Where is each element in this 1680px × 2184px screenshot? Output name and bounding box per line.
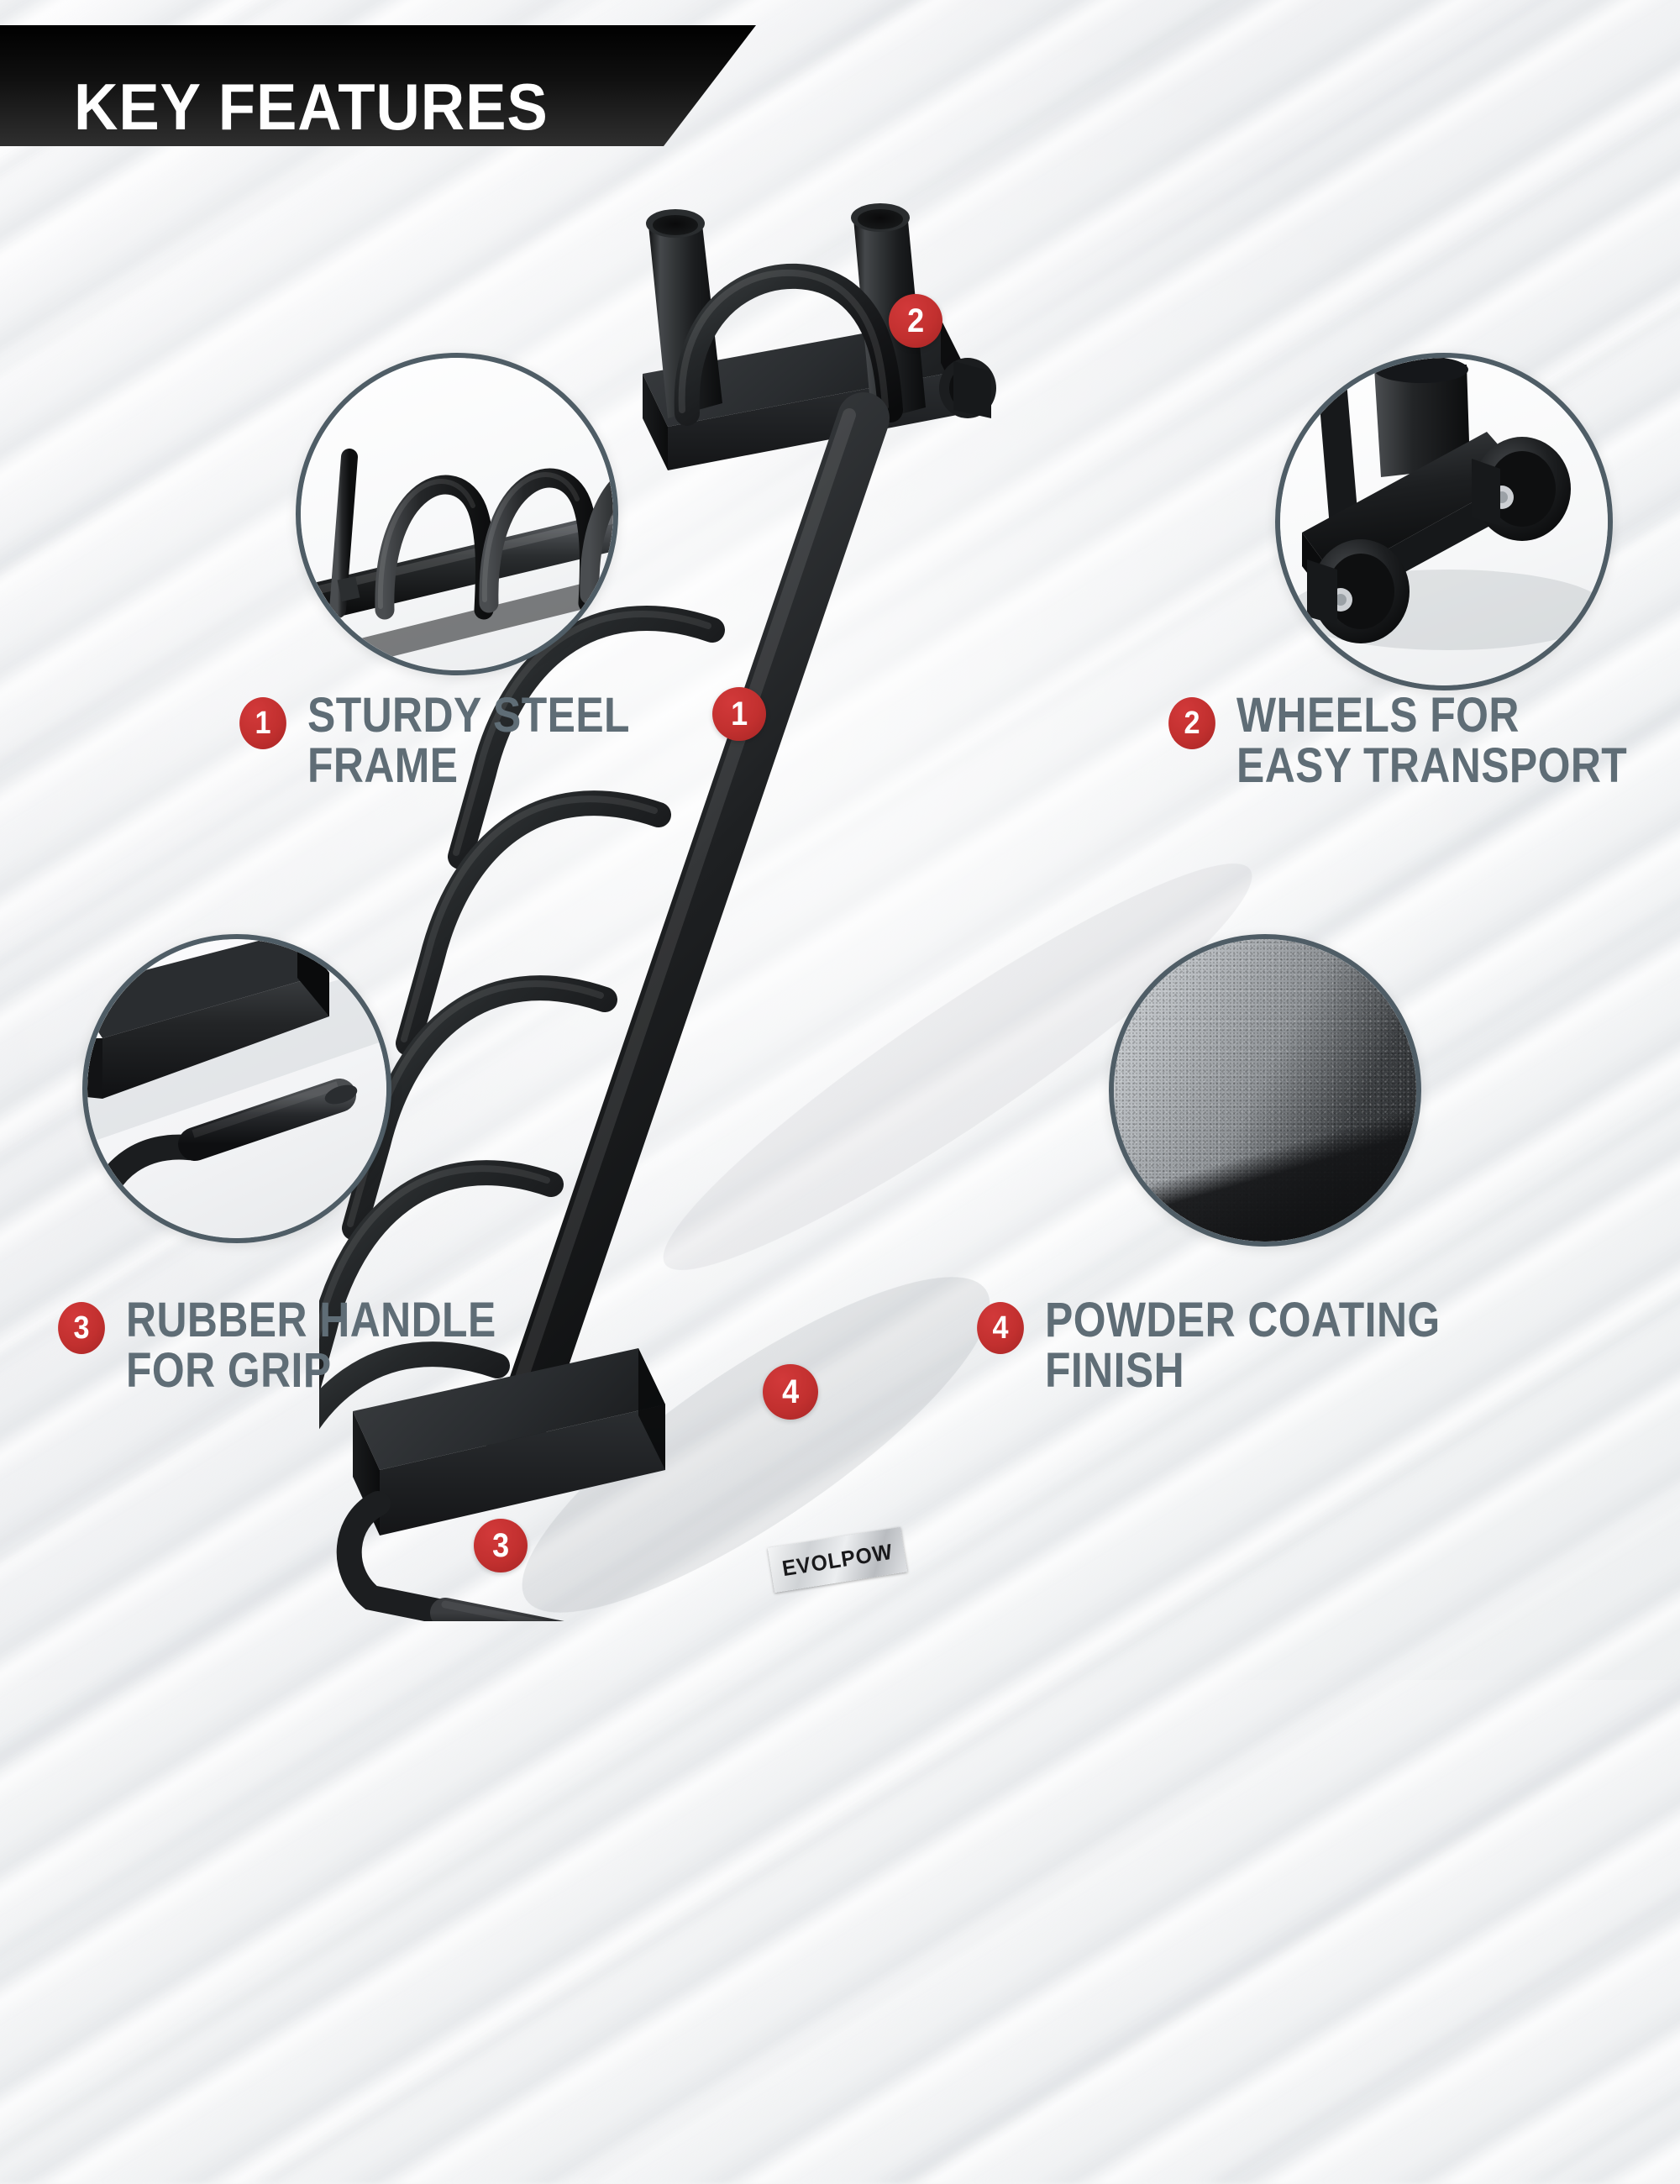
feature-4-number: 4 bbox=[992, 1310, 1009, 1346]
feature-3-number: 3 bbox=[73, 1310, 90, 1346]
detail-3-content bbox=[87, 939, 386, 1238]
detail-2-content bbox=[1280, 358, 1608, 685]
product-marker-2[interactable]: 2 bbox=[889, 294, 942, 348]
marker-1-number: 1 bbox=[730, 695, 748, 732]
feature-2-label: WHEELS FOR EASY TRANSPORT bbox=[1236, 688, 1628, 794]
key-features-banner: KEY FEATURES bbox=[0, 25, 756, 146]
feature-3-label: RUBBER HANDLE FOR GRIP bbox=[126, 1293, 496, 1399]
feature-item-4: 4 POWDER COATING FINISH bbox=[974, 1293, 1546, 1399]
detail-circle-rubber-handle bbox=[82, 934, 391, 1243]
detail-circle-wheels bbox=[1275, 353, 1613, 690]
marker-3-number: 3 bbox=[491, 1526, 510, 1564]
product-marker-4[interactable]: 4 bbox=[763, 1364, 818, 1420]
product-image-weight-plate-rack: EVOLPOW bbox=[319, 193, 1369, 1621]
feature-1-number: 1 bbox=[255, 705, 271, 741]
detail-circle-powder-coating bbox=[1109, 934, 1421, 1247]
detail-4-content bbox=[1114, 939, 1416, 1242]
feature-2-number: 2 bbox=[1184, 705, 1200, 741]
feature-item-3: 3 RUBBER HANDLE FOR GRIP bbox=[55, 1293, 593, 1399]
feature-3-badge[interactable]: 3 bbox=[58, 1302, 105, 1354]
feature-1-label: STURDY STEEL FRAME bbox=[307, 688, 630, 794]
product-marker-1[interactable]: 1 bbox=[712, 687, 766, 741]
feature-4-badge[interactable]: 4 bbox=[977, 1302, 1024, 1354]
product-marker-3[interactable]: 3 bbox=[474, 1519, 528, 1572]
feature-1-badge[interactable]: 1 bbox=[239, 697, 286, 749]
feature-4-label: POWDER COATING FINISH bbox=[1045, 1293, 1441, 1399]
feature-2-badge[interactable]: 2 bbox=[1168, 697, 1215, 749]
detail-1-content bbox=[301, 358, 613, 670]
marker-4-number: 4 bbox=[781, 1373, 800, 1410]
brand-label: EVOLPOW bbox=[780, 1538, 895, 1581]
feature-item-2: 2 WHEELS FOR EASY TRANSPORT bbox=[1166, 690, 1680, 792]
page-title: KEY FEATURES bbox=[74, 70, 549, 144]
detail-circle-steel-frame bbox=[296, 353, 618, 675]
feature-item-1: 1 STURDY STEEL FRAME bbox=[237, 690, 758, 792]
marker-2-number: 2 bbox=[906, 302, 925, 339]
